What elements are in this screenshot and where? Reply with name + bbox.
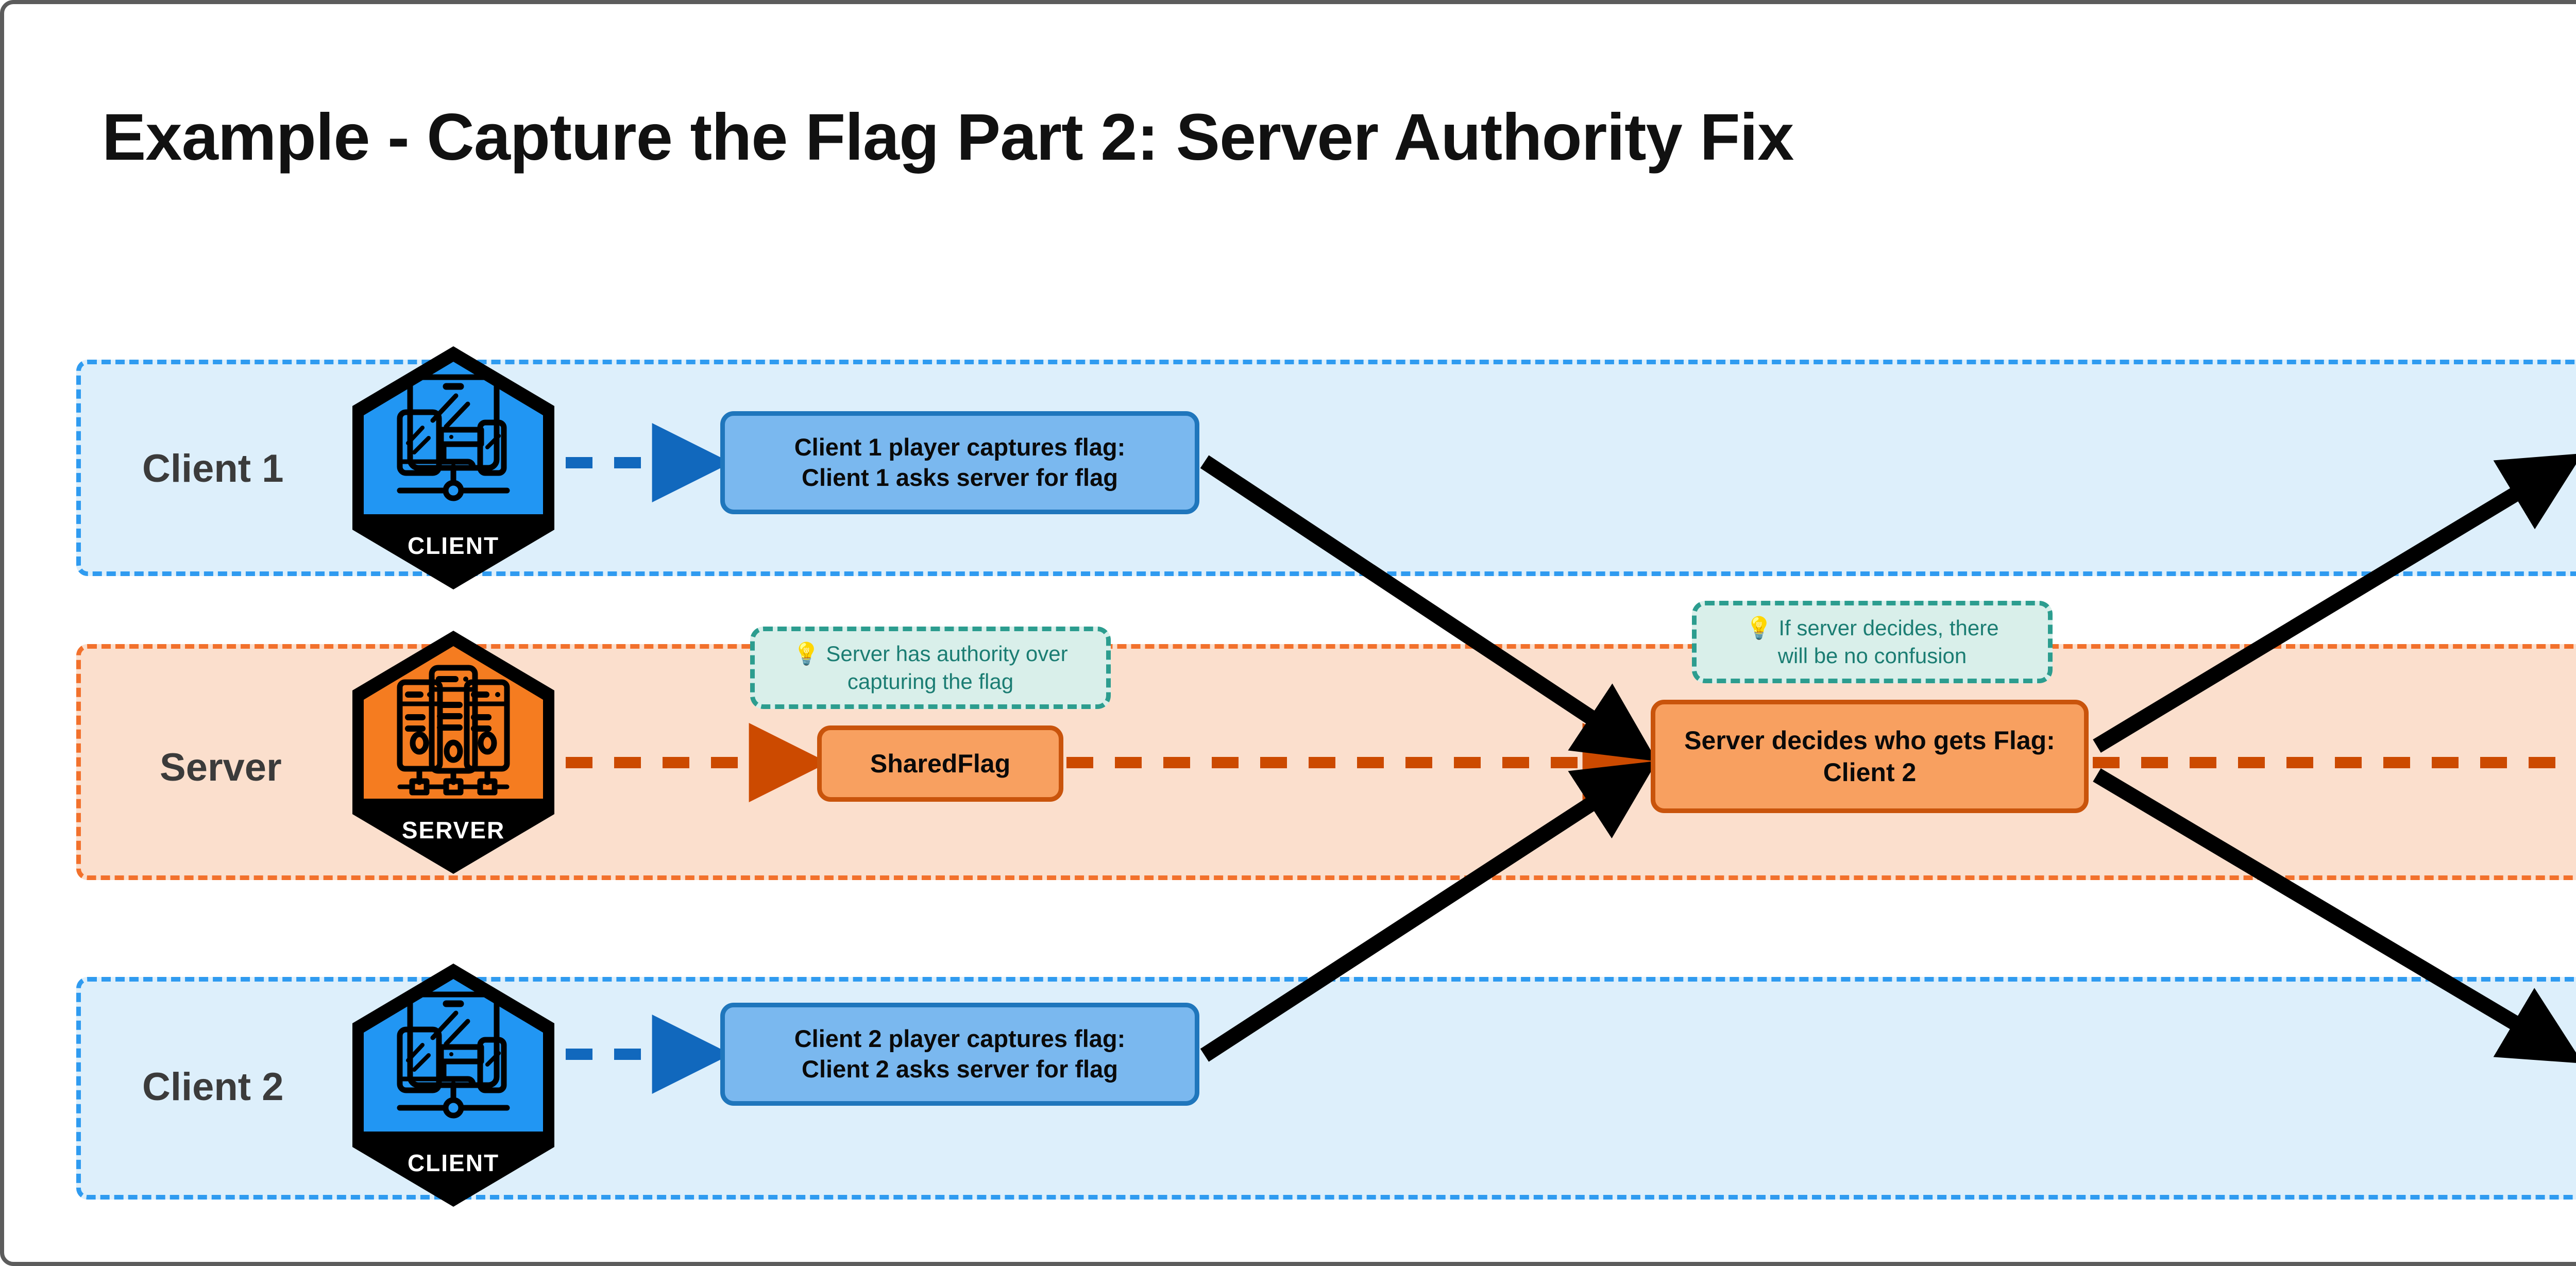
- page-title: Example - Capture the Flag Part 2: Serve…: [102, 100, 1794, 174]
- note-decides-line1: If server decides, there: [1778, 616, 1999, 640]
- lightbulb-icon: 💡: [793, 642, 820, 666]
- lightbulb-icon: 💡: [1745, 616, 1773, 640]
- client1-capture-line2: Client 1 asks server for flag: [802, 464, 1118, 491]
- client1-capture-line1: Client 1 player captures flag:: [794, 433, 1126, 461]
- swimlane-label-server: Server: [160, 746, 282, 789]
- devices-client-icon: [397, 991, 510, 1119]
- swimlane-label-client1: Client 1: [142, 447, 284, 491]
- note-authority-line2: capturing the flag: [847, 669, 1014, 694]
- badge-client2: CLIENT: [350, 961, 556, 1209]
- badge-server: SERVER: [350, 629, 556, 876]
- server-racks-icon: [397, 665, 510, 796]
- hexagon-badge-shape: [352, 631, 554, 874]
- process-box-server-decides[interactable]: Server decides who gets Flag: Client 2: [1651, 700, 2089, 813]
- server-decides-line1: Server decides who gets Flag:: [1684, 725, 2055, 755]
- annotation-note-decides: 💡 If server decides, there will be no co…: [1692, 601, 2053, 683]
- hexagon-badge-shape: [352, 964, 554, 1207]
- badge-client1: CLIENT: [350, 344, 556, 592]
- process-box-shared-flag[interactable]: SharedFlag: [817, 725, 1063, 802]
- client2-capture-line1: Client 2 player captures flag:: [794, 1025, 1126, 1053]
- hexagon-badge-shape: [352, 346, 554, 589]
- note-decides-line2: will be no confusion: [1777, 644, 1967, 668]
- client2-capture-line2: Client 2 asks server for flag: [802, 1055, 1118, 1083]
- server-decides-line2: Client 2: [1823, 758, 1917, 787]
- swimlane-label-client2: Client 2: [142, 1065, 284, 1109]
- annotation-note-authority: 💡 Server has authority over capturing th…: [750, 627, 1111, 709]
- devices-client-icon: [397, 374, 510, 501]
- shared-flag-label: SharedFlag: [870, 749, 1011, 778]
- note-authority-line1: Server has authority over: [826, 642, 1068, 666]
- process-box-client1-capture[interactable]: Client 1 player captures flag: Client 1 …: [720, 411, 1199, 514]
- process-box-client2-capture[interactable]: Client 2 player captures flag: Client 2 …: [720, 1003, 1199, 1106]
